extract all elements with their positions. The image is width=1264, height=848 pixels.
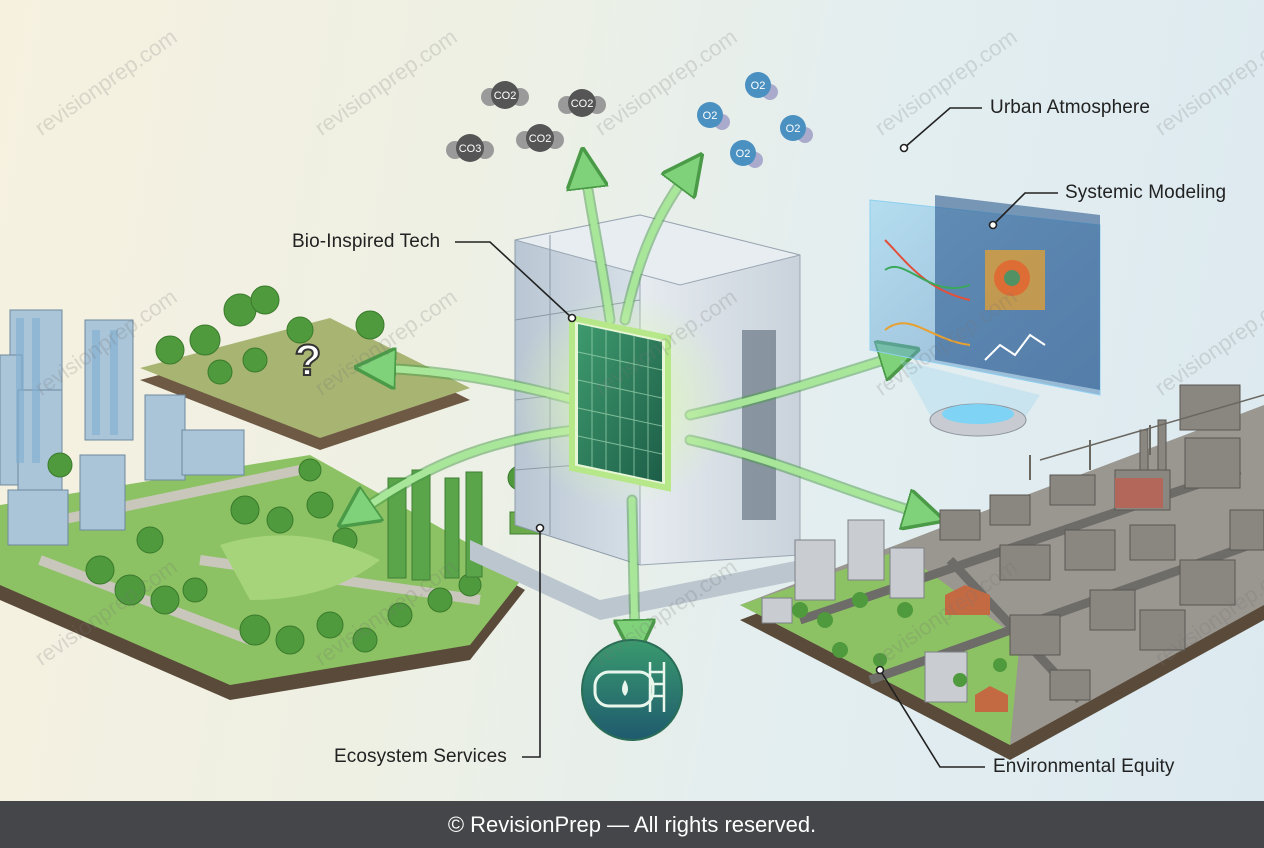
storage-tank-icon (581, 639, 683, 741)
label-ecosystem-services: Ecosystem Services (334, 746, 507, 767)
o2-label: O2 (786, 123, 801, 135)
label-systemic-modeling: Systemic Modeling (1065, 182, 1227, 203)
co2-molecule: CO2 (558, 89, 606, 117)
bio-panel (512, 290, 732, 510)
o2-label: O2 (751, 80, 766, 92)
co2-molecule: CO2 (481, 81, 529, 109)
co2-molecule: CO3 (446, 134, 494, 162)
o2-molecule: O2 (730, 140, 763, 168)
co2-molecule: CO2 (516, 124, 564, 152)
o2-molecule: O2 (745, 72, 778, 100)
leader-lines (455, 107, 1058, 768)
co2-label: CO3 (459, 143, 482, 155)
green-city-block (0, 285, 581, 700)
label-bio-inspired-tech: Bio-Inspired Tech (292, 231, 441, 252)
o2-label: O2 (703, 110, 718, 122)
o2-label: O2 (736, 148, 751, 160)
co2-molecules: CO2 CO2 CO2 CO3 (446, 81, 606, 162)
footer-bar: © RevisionPrep — All rights reserved. (0, 801, 1264, 848)
question-mark: ? (295, 336, 322, 385)
copyright-text: © RevisionPrep — All rights reserved. (447, 811, 817, 837)
label-environmental-equity: Environmental Equity (993, 756, 1175, 777)
label-urban-atmosphere: Urban Atmosphere (990, 97, 1151, 118)
o2-molecule: O2 (780, 115, 813, 143)
co2-label: CO2 (494, 90, 517, 102)
holographic-display (869, 195, 1101, 437)
co2-label: CO2 (529, 133, 552, 145)
co2-label: CO2 (571, 98, 594, 110)
mixed-city-block (740, 384, 1264, 760)
o2-molecule: O2 (697, 102, 730, 130)
o2-molecules: O2 O2 O2 O2 (697, 72, 813, 168)
